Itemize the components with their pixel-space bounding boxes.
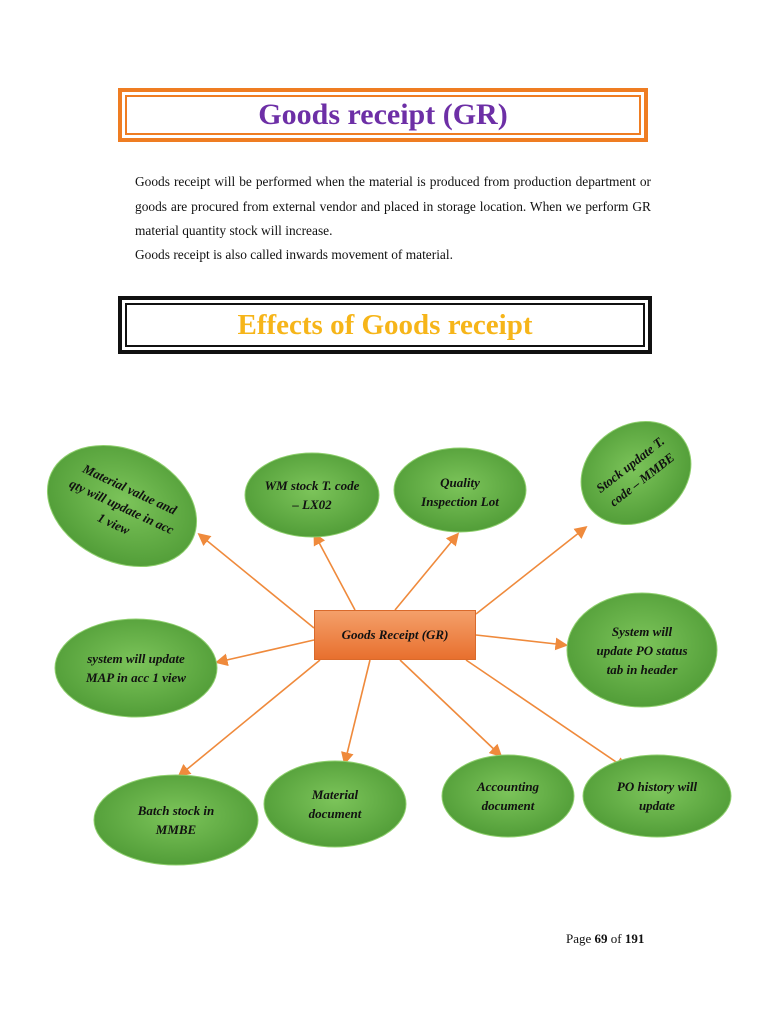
page-label: Page xyxy=(566,931,592,946)
arrow-quality xyxy=(394,532,460,611)
node-po-status xyxy=(566,592,718,708)
intro-paragraph: Goods receipt will be performed when the… xyxy=(135,174,651,238)
of-label: of xyxy=(610,931,622,946)
node-quality-label: Quality Inspection Lot xyxy=(421,475,499,509)
arrow-po-status xyxy=(475,634,569,651)
node-wm-stock xyxy=(244,452,380,538)
node-batch xyxy=(93,774,259,866)
node-accounting-label: Accounting document xyxy=(476,779,540,813)
node-batch-label: Batch stock in MMBE xyxy=(137,803,215,837)
arrow-material-doc xyxy=(341,659,371,766)
center-node-label: Goods Receipt (GR) xyxy=(341,627,449,642)
arrow-map xyxy=(214,639,315,667)
arrow-stock-update xyxy=(475,526,588,615)
page-title-box: Goods receipt (GR) xyxy=(118,88,648,142)
arrow-material-value xyxy=(197,532,315,629)
node-stock-update xyxy=(580,420,692,526)
section-title: Effects of Goods receipt xyxy=(237,308,533,341)
node-wm-stock-label: WM stock T. code – LX02 xyxy=(264,478,360,512)
node-po-history xyxy=(582,754,732,838)
page-title: Goods receipt (GR) xyxy=(258,98,508,131)
node-material-doc-label: Material document xyxy=(308,787,362,821)
arrow-batch xyxy=(177,659,321,778)
node-accounting xyxy=(441,754,575,838)
page-footer: Page 69 of 191 xyxy=(566,931,644,947)
arrow-po-history xyxy=(465,659,628,770)
arrow-wm-stock xyxy=(313,532,356,611)
node-material-doc xyxy=(263,760,407,848)
center-node: Goods Receipt (GR) xyxy=(314,610,476,660)
node-po-history-label: PO history will update xyxy=(616,779,698,813)
node-material-value xyxy=(46,444,198,568)
page-total: 191 xyxy=(624,931,645,946)
node-map-label: system will update MAP in acc 1 view xyxy=(86,651,186,685)
page-number: 69 xyxy=(594,931,608,946)
intro-paragraph-2: Goods receipt is also called inwards mov… xyxy=(135,247,453,262)
arrow-accounting xyxy=(399,659,503,758)
node-map xyxy=(54,618,218,718)
node-quality xyxy=(393,447,527,533)
section-title-box: Effects of Goods receipt xyxy=(118,296,652,354)
node-po-status-label: System will update PO status tab in head… xyxy=(596,623,688,677)
